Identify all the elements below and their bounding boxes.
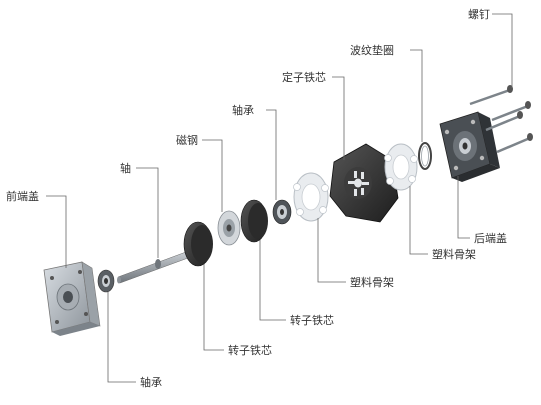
leader-bobbin-mid bbox=[317, 218, 346, 283]
leader-lines bbox=[46, 13, 513, 383]
label-bearing-upper: 轴承 bbox=[232, 103, 254, 117]
leader-rear-cover bbox=[457, 176, 470, 239]
label-rear-cover: 后端盖 bbox=[474, 231, 507, 245]
magnet-steel bbox=[217, 210, 241, 246]
rotor-core-lower bbox=[183, 221, 213, 267]
rotor-core-middle bbox=[240, 199, 268, 243]
label-screws: 螺钉 bbox=[468, 8, 490, 21]
label-rotor-core-mid: 转子铁芯 bbox=[290, 313, 334, 327]
leader-rotor-mid bbox=[259, 240, 286, 321]
screw bbox=[491, 101, 531, 122]
leader-wave-washer bbox=[410, 49, 423, 142]
stator-core bbox=[329, 143, 402, 223]
label-shaft: 轴 bbox=[120, 161, 131, 175]
leader-stator-core bbox=[332, 76, 345, 160]
screw bbox=[496, 133, 533, 154]
label-plastic-bobbin-right: 塑料骨架 bbox=[432, 247, 476, 261]
part-labels: 前端盖 轴 磁钢 轴承 定子铁芯 波纹垫圈 螺钉 后端盖 塑料骨架 塑料骨架 转… bbox=[6, 8, 507, 389]
lower-bearing bbox=[97, 269, 115, 293]
leader-screws bbox=[492, 13, 513, 88]
label-plastic-bobbin-mid: 塑料骨架 bbox=[350, 275, 394, 289]
plastic-bobbin-right bbox=[384, 143, 418, 191]
label-bearing-lower: 轴承 bbox=[140, 375, 162, 389]
leader-rotor-low bbox=[203, 264, 224, 351]
label-magnet-steel: 磁钢 bbox=[176, 134, 198, 147]
plastic-bobbin-middle bbox=[293, 172, 329, 222]
screws bbox=[469, 85, 533, 154]
front-end-cover bbox=[43, 261, 101, 336]
leader-shaft bbox=[136, 167, 159, 258]
upper-bearing bbox=[272, 199, 292, 225]
label-wave-washer: 波纹垫圈 bbox=[350, 43, 394, 57]
leader-bobbin-right bbox=[409, 186, 428, 255]
label-stator-core: 定子铁芯 bbox=[282, 70, 326, 84]
screw bbox=[485, 111, 523, 132]
label-rotor-core-low: 转子铁芯 bbox=[228, 343, 272, 357]
leader-bearing-lower bbox=[107, 292, 136, 383]
leader-bearing-upper bbox=[266, 109, 277, 200]
label-front-cover: 前端盖 bbox=[6, 189, 39, 203]
screw bbox=[469, 85, 513, 106]
rear-end-cover bbox=[439, 111, 500, 182]
wave-washer bbox=[418, 142, 432, 170]
leader-front-cover bbox=[46, 195, 67, 268]
leader-magnet-steel bbox=[202, 139, 223, 212]
shaft bbox=[117, 251, 189, 284]
